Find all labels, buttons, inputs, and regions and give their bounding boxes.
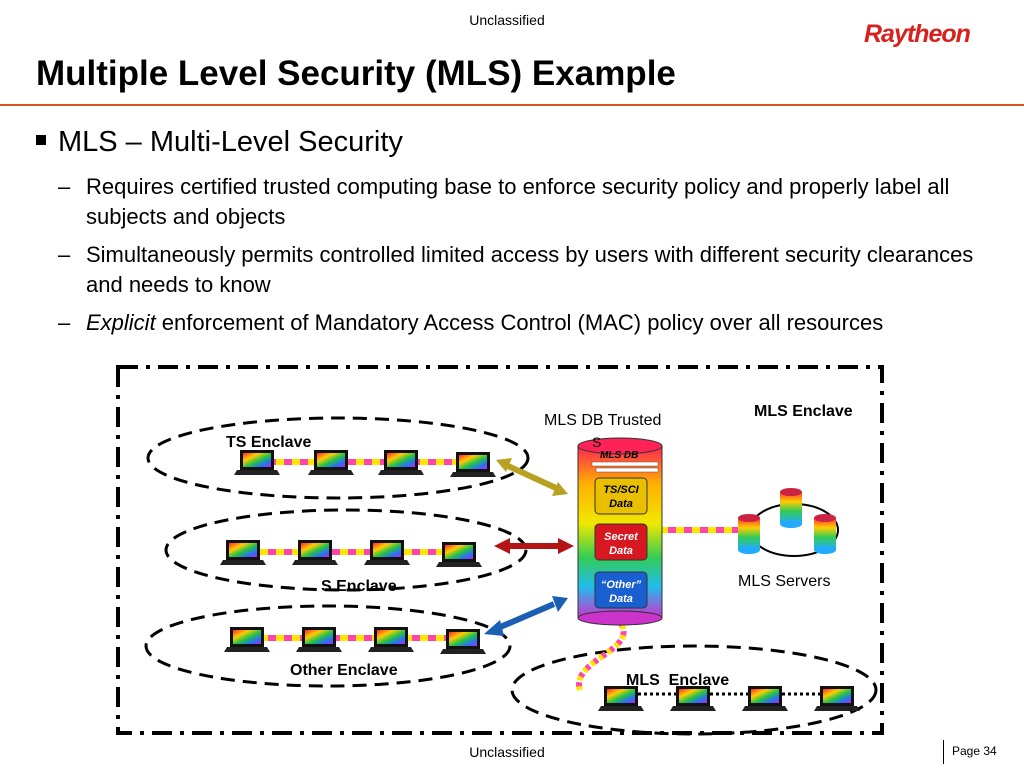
server-icon — [814, 514, 836, 554]
page-number: Page 34 — [952, 744, 997, 758]
ts-network-link — [262, 459, 462, 465]
s-network-link — [250, 549, 450, 555]
laptop-icon — [670, 686, 716, 711]
ts-sci-data-label: Data — [609, 498, 633, 510]
ts-double-arrow-icon — [496, 458, 568, 496]
classification-footer: Unclassified — [469, 744, 545, 760]
secret-data-block — [594, 523, 648, 561]
classification-header: Unclassified — [469, 12, 545, 28]
laptop-icon — [440, 629, 486, 654]
ts-enclave-boundary — [146, 416, 530, 500]
other-network-link — [252, 635, 452, 641]
laptop-icon — [742, 686, 788, 711]
laptop-icon — [224, 627, 270, 652]
mls-enclave-label: MLS Enclave — [754, 403, 853, 420]
dash-marker: – — [58, 174, 71, 199]
laptop-icon — [450, 452, 496, 477]
page-title: Multiple Level Security (MLS) Example — [36, 54, 676, 93]
dash-marker: – — [58, 310, 71, 335]
other-data-block — [594, 571, 648, 609]
s-enclave-boundary — [164, 508, 528, 592]
mls-bottom-enclave-boundary — [510, 644, 878, 736]
laptop-icon — [436, 542, 482, 567]
dash-marker: – — [58, 242, 71, 267]
main-bullet-text: MLS – Multi-Level Security — [58, 126, 403, 158]
laptop-icon — [598, 686, 644, 711]
s-double-arrow-icon — [494, 538, 574, 554]
title-divider — [0, 104, 1024, 106]
sub-bullet-2: – Simultaneously permits controlled limi… — [58, 240, 998, 300]
secret-label: Secret — [604, 531, 639, 543]
s-enclave-label: S Enclave — [321, 578, 397, 595]
page-separator — [943, 740, 944, 764]
ts-sci-data-block — [594, 477, 648, 515]
other-label: “Other” — [601, 579, 642, 591]
database-icon — [577, 437, 663, 626]
laptop-icon — [308, 450, 354, 475]
db-server-label: MLS DB Trusted — [544, 412, 661, 429]
other-double-arrow-icon — [484, 596, 568, 636]
ts-sci-label: TS/SCI — [603, 484, 639, 496]
laptop-icon — [368, 627, 414, 652]
sub-bullet-text: Simultaneously permits controlled limite… — [86, 242, 974, 297]
servers-label: MLS Servers — [738, 573, 830, 590]
sub-bullet-text: Explicit enforcement of Mandatory Access… — [86, 308, 998, 338]
sub-bullet-text: Requires certified trusted computing bas… — [86, 174, 950, 229]
laptop-icon — [814, 686, 860, 711]
laptop-icon — [292, 540, 338, 565]
raytheon-logo: Raytheon — [864, 20, 971, 48]
db-server-link — [662, 527, 744, 533]
ts-enclave-label: TS Enclave — [226, 434, 311, 451]
secret-data-label: Data — [609, 545, 633, 557]
mls-bottom-enclave-label: MLS Enclave — [626, 672, 729, 689]
laptop-icon — [234, 450, 280, 475]
laptop-icon — [220, 540, 266, 565]
sub-bullet-rest: enforcement of Mandatory Access Control … — [155, 310, 884, 335]
laptop-icon — [296, 627, 342, 652]
sub-bullet-3: – Explicit enforcement of Mandatory Acce… — [58, 308, 998, 338]
server-icon — [780, 488, 802, 528]
mls-boundary — [116, 365, 884, 735]
bullet-square-icon — [36, 135, 46, 145]
laptop-icon — [364, 540, 410, 565]
other-enclave-label: Other Enclave — [290, 662, 398, 679]
db-cap-label: MLS DB — [600, 450, 638, 461]
laptop-icon — [378, 450, 424, 475]
other-data-label: Data — [609, 593, 633, 605]
db-server-cut-label: S — [592, 434, 601, 450]
emphasis-text: Explicit — [86, 310, 156, 335]
server-icon — [738, 514, 760, 554]
sub-bullet-1: – Requires certified trusted computing b… — [58, 172, 998, 232]
other-enclave-boundary — [144, 604, 512, 688]
main-bullet: MLS – Multi-Level Security — [36, 126, 403, 159]
db-bottom-link — [576, 620, 627, 691]
